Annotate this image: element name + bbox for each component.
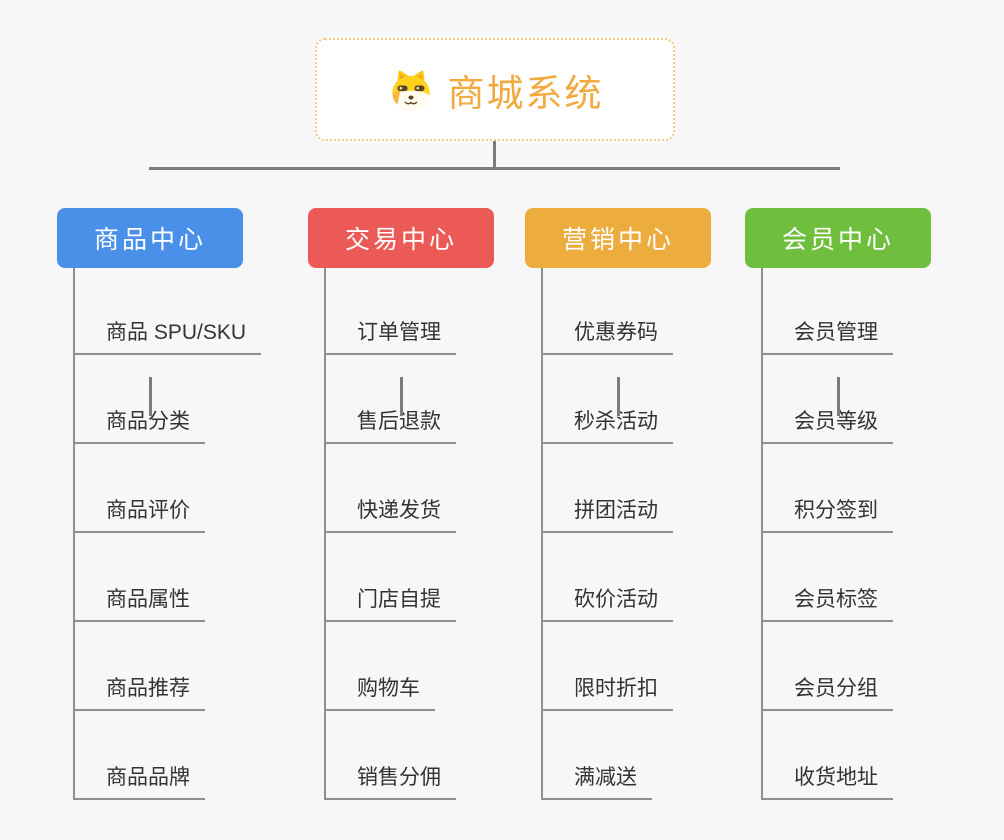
leaf-label: 销售分佣: [357, 766, 441, 789]
leaf-label: 会员管理: [794, 321, 878, 344]
leaf-node[interactable]: 商品推荐: [75, 622, 205, 711]
branch-children: 订单管理 售后退款 快递发货 门店自提 购物车 销售分佣: [324, 268, 538, 800]
leaf-node[interactable]: 商品品牌: [75, 711, 205, 800]
leaf-node[interactable]: 优惠券码: [543, 268, 673, 355]
connector-horizontal: [148, 167, 840, 170]
leaf-label: 商品品牌: [106, 766, 190, 789]
leaf-node[interactable]: 会员分组: [763, 622, 893, 711]
branch-label: 营销中心: [561, 226, 674, 254]
leaf-label: 会员分组: [794, 677, 878, 700]
leaf-node[interactable]: 商品 SPU/SKU: [75, 268, 262, 355]
leaf-label: 收货地址: [794, 766, 878, 789]
connector-drop: [836, 377, 840, 416]
branch-children: 会员管理 会员等级 积分签到 会员标签 会员分组 收货地址: [761, 268, 975, 800]
leaf-node[interactable]: 满减送: [543, 711, 652, 800]
root-title: 商城系统: [447, 72, 604, 114]
branch-column-4: 会员中心 会员管理 会员等级 积分签到 会员标签 会员分组 收货地址: [745, 208, 975, 800]
branch-node-1[interactable]: 商品中心: [57, 208, 243, 268]
branch-label: 会员中心: [781, 226, 894, 254]
leaf-node[interactable]: 收货地址: [763, 711, 893, 800]
leaf-node[interactable]: 积分签到: [763, 444, 893, 533]
leaf-label: 商品评价: [106, 499, 190, 522]
leaf-node[interactable]: 快递发货: [326, 444, 456, 533]
connector-drop: [148, 377, 152, 416]
leaf-label: 商品 SPU/SKU: [106, 321, 247, 344]
leaf-label: 售后退款: [357, 410, 441, 433]
leaf-node[interactable]: 售后退款: [326, 355, 456, 444]
leaf-label: 会员标签: [794, 588, 878, 611]
leaf-node[interactable]: 订单管理: [326, 268, 456, 355]
leaf-node[interactable]: 秒杀活动: [543, 355, 673, 444]
leaf-label: 会员等级: [794, 410, 878, 433]
leaf-node[interactable]: 商品评价: [75, 444, 205, 533]
leaf-label: 门店自提: [357, 588, 441, 611]
dog-face-icon: [387, 68, 435, 112]
leaf-label: 购物车: [357, 677, 420, 700]
leaf-label: 订单管理: [357, 321, 441, 344]
leaf-node[interactable]: 会员等级: [763, 355, 893, 444]
leaf-node[interactable]: 门店自提: [326, 533, 456, 622]
leaf-label: 满减送: [574, 766, 637, 789]
leaf-node[interactable]: 销售分佣: [326, 711, 456, 800]
leaf-node[interactable]: 限时折扣: [543, 622, 673, 711]
leaf-label: 秒杀活动: [574, 410, 658, 433]
branch-column-3: 营销中心 优惠券码 秒杀活动 拼团活动 砍价活动 限时折扣 满减送: [525, 208, 755, 800]
leaf-node[interactable]: 砍价活动: [543, 533, 673, 622]
leaf-label: 砍价活动: [574, 588, 658, 611]
leaf-node[interactable]: 拼团活动: [543, 444, 673, 533]
leaf-label: 商品属性: [106, 588, 190, 611]
branch-column-1: 商品中心 商品 SPU/SKU 商品分类 商品评价 商品属性 商品推荐 商品品牌: [57, 208, 287, 800]
connector-drop: [616, 377, 620, 416]
leaf-label: 商品推荐: [106, 677, 190, 700]
leaf-label: 优惠券码: [574, 321, 658, 344]
branch-children: 商品 SPU/SKU 商品分类 商品评价 商品属性 商品推荐 商品品牌: [73, 268, 287, 800]
leaf-label: 快递发货: [357, 499, 441, 522]
branch-node-2[interactable]: 交易中心: [308, 208, 494, 268]
branch-node-4[interactable]: 会员中心: [745, 208, 931, 268]
leaf-node[interactable]: 商品分类: [75, 355, 205, 444]
branch-label: 交易中心: [344, 226, 457, 254]
leaf-label: 限时折扣: [574, 677, 658, 700]
branch-children: 优惠券码 秒杀活动 拼团活动 砍价活动 限时折扣 满减送: [541, 268, 755, 800]
branch-column-2: 交易中心 订单管理 售后退款 快递发货 门店自提 购物车 销售分佣: [308, 208, 538, 800]
branch-node-3[interactable]: 营销中心: [525, 208, 711, 268]
connector-drop: [399, 377, 403, 416]
leaf-node[interactable]: 购物车: [326, 622, 435, 711]
leaf-node[interactable]: 会员标签: [763, 533, 893, 622]
leaf-node[interactable]: 会员管理: [763, 268, 893, 355]
leaf-node[interactable]: 商品属性: [75, 533, 205, 622]
root-node[interactable]: 商城系统: [315, 38, 675, 141]
branch-label: 商品中心: [93, 226, 206, 254]
leaf-label: 拼团活动: [574, 499, 658, 522]
leaf-label: 积分签到: [794, 499, 878, 522]
connector-root-stub: [493, 141, 496, 169]
leaf-label: 商品分类: [106, 410, 190, 433]
